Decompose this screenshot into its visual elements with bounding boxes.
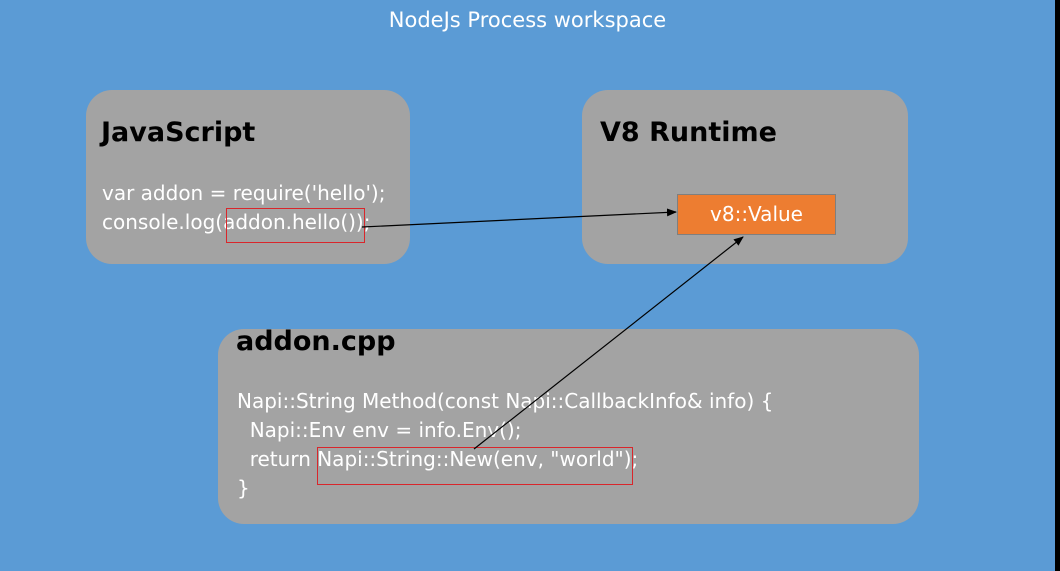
- addon-cpp-box: addon.cpp Napi::String Method(const Napi…: [218, 326, 919, 524]
- addon-code-line: }: [237, 476, 250, 500]
- v8-runtime-box: V8 Runtime v8::Value: [582, 90, 908, 264]
- v8-runtime-box-title: V8 Runtime: [600, 117, 777, 148]
- addon-hello-call-highlight: [226, 208, 365, 243]
- workspace-title: NodeJs Process workspace: [388, 8, 667, 32]
- addon-cpp-code: Napi::String Method(const Napi::Callback…: [237, 387, 773, 503]
- javascript-box: JavaScript var addon = require('hello');…: [86, 90, 410, 264]
- addon-cpp-box-title: addon.cpp: [236, 326, 396, 357]
- right-edge-strip: [1055, 0, 1060, 571]
- addon-code-line: Napi::String Method(const Napi::Callback…: [237, 389, 774, 413]
- javascript-box-title: JavaScript: [101, 117, 256, 148]
- javascript-code: var addon = require('hello'); console.lo…: [102, 179, 385, 237]
- javascript-code-line: var addon = require('hello');: [102, 181, 386, 205]
- napi-string-new-highlight: [317, 447, 633, 485]
- v8-value-box: v8::Value: [677, 194, 836, 235]
- addon-code-line: return Napi::String::New(env, "world");: [237, 447, 639, 471]
- javascript-code-line: console.log(addon.hello());: [102, 210, 371, 234]
- addon-code-line: Napi::Env env = info.Env();: [237, 418, 522, 442]
